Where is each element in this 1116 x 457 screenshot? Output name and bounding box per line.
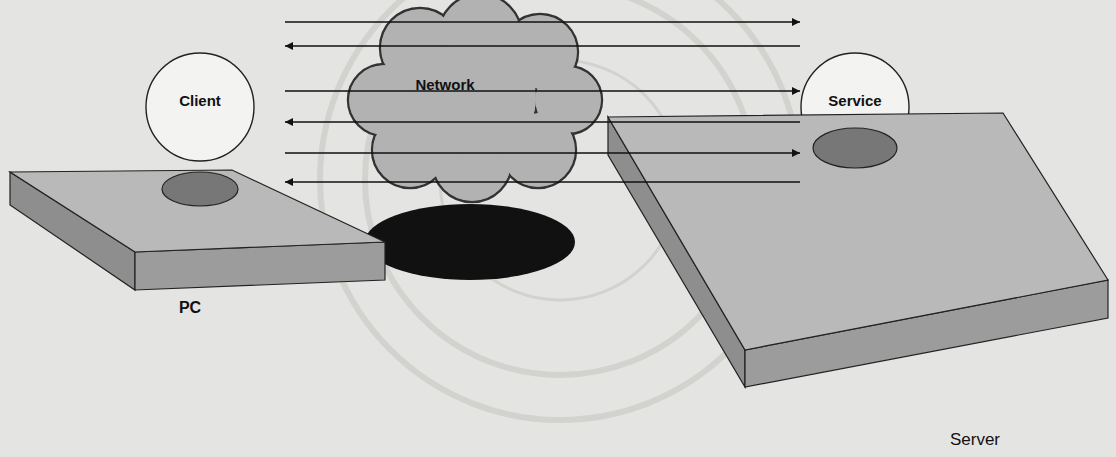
message-arrow	[285, 21, 800, 22]
shadow-ellipse	[365, 204, 575, 280]
node-label: Server	[950, 430, 1000, 450]
message-arrow	[285, 181, 800, 182]
node-label: PC	[179, 299, 201, 317]
pc-platform: PC	[8, 165, 390, 325]
server-platform: Server	[605, 105, 1113, 450]
network-cloud: Network	[350, 0, 610, 200]
message-arrow	[285, 45, 800, 46]
message-arrow	[285, 152, 800, 153]
cloud-outline	[350, 0, 610, 200]
node-label: Network	[415, 76, 474, 93]
message-arrow	[285, 90, 800, 91]
client-circle: Client	[145, 52, 255, 162]
node-label: Service	[828, 92, 881, 109]
message-arrow	[285, 121, 800, 122]
node-label: Client	[179, 92, 221, 109]
slab-outline	[605, 105, 1113, 450]
